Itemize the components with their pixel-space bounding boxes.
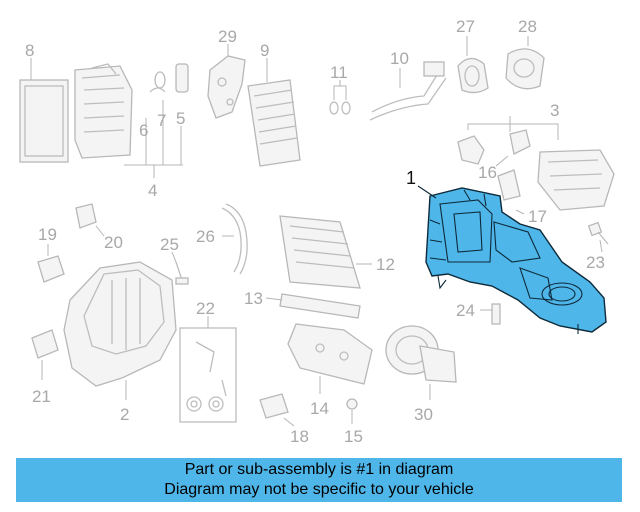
part-27-28 bbox=[457, 36, 545, 94]
callout-4[interactable]: 4 bbox=[148, 181, 157, 200]
callout-23[interactable]: 23 bbox=[586, 253, 605, 272]
callout-17[interactable]: 17 bbox=[528, 207, 547, 226]
info-banner: Part or sub-assembly is #1 in diagram Di… bbox=[16, 458, 622, 502]
callout-16[interactable]: 16 bbox=[478, 163, 497, 182]
callout-6[interactable]: 6 bbox=[139, 121, 148, 140]
part-24 bbox=[480, 303, 501, 325]
callout-24[interactable]: 24 bbox=[456, 301, 475, 320]
part-29 bbox=[207, 44, 246, 119]
callout-14[interactable]: 14 bbox=[310, 399, 329, 418]
part-25 bbox=[171, 251, 189, 285]
callout-1[interactable]: 1 bbox=[406, 168, 416, 188]
part-1-housing bbox=[417, 185, 607, 334]
part-26 bbox=[221, 203, 248, 275]
part-22 bbox=[179, 316, 237, 423]
callout-29[interactable]: 29 bbox=[218, 27, 237, 46]
part-14 bbox=[287, 323, 373, 394]
callout-28[interactable]: 28 bbox=[518, 17, 537, 36]
part-3-group bbox=[457, 116, 615, 215]
callout-21[interactable]: 21 bbox=[32, 387, 51, 406]
part-6-7-5 bbox=[124, 63, 189, 178]
callout-18[interactable]: 18 bbox=[290, 427, 309, 446]
callout-8[interactable]: 8 bbox=[25, 41, 34, 60]
part-15 bbox=[346, 398, 358, 424]
part-13 bbox=[265, 293, 361, 319]
callout-3[interactable]: 3 bbox=[550, 101, 559, 120]
part-12 bbox=[279, 215, 372, 289]
part-evaporator bbox=[74, 63, 133, 159]
part-20-19 bbox=[37, 203, 105, 283]
banner-line-1: Part or sub-assembly is #1 in diagram bbox=[184, 461, 454, 478]
parts-diagram: 8 6 7 5 4 29 9 11 bbox=[19, 17, 615, 446]
callout-5[interactable]: 5 bbox=[176, 109, 185, 128]
callout-13[interactable]: 13 bbox=[244, 289, 263, 308]
part-8 bbox=[19, 58, 69, 163]
part-30 bbox=[385, 325, 457, 400]
callout-7[interactable]: 7 bbox=[157, 111, 166, 130]
part-10 bbox=[369, 61, 447, 121]
part-11 bbox=[329, 80, 351, 115]
callout-26[interactable]: 26 bbox=[196, 227, 215, 246]
callout-20[interactable]: 20 bbox=[104, 233, 123, 252]
callout-19[interactable]: 19 bbox=[38, 225, 57, 244]
callout-12[interactable]: 12 bbox=[376, 255, 395, 274]
callout-9[interactable]: 9 bbox=[260, 41, 269, 60]
part-2 bbox=[63, 261, 177, 400]
callout-27[interactable]: 27 bbox=[456, 17, 475, 36]
part-18 bbox=[259, 393, 295, 427]
part-21 bbox=[31, 329, 59, 380]
callout-10[interactable]: 10 bbox=[390, 49, 409, 68]
callout-2[interactable]: 2 bbox=[120, 405, 129, 424]
part-23 bbox=[587, 221, 609, 253]
callout-30[interactable]: 30 bbox=[414, 405, 433, 424]
callout-15[interactable]: 15 bbox=[344, 427, 363, 446]
banner-line-2: Diagram may not be specific to your vehi… bbox=[164, 481, 474, 498]
part-9 bbox=[247, 58, 301, 167]
callout-25[interactable]: 25 bbox=[160, 235, 179, 254]
callout-22[interactable]: 22 bbox=[196, 299, 215, 318]
callout-11[interactable]: 11 bbox=[330, 63, 348, 82]
